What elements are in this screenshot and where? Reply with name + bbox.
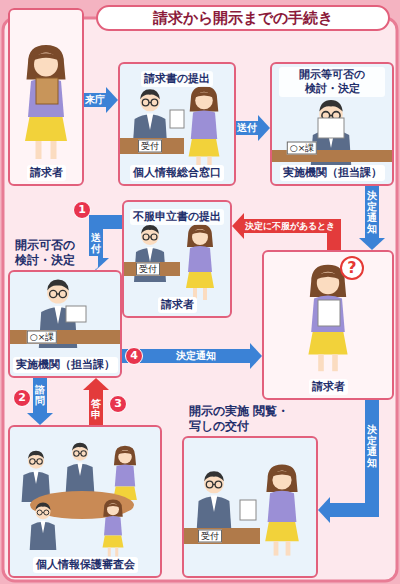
callout-number: 3: [109, 395, 127, 413]
panel-label: 請求者: [27, 165, 66, 181]
flow-arrow: [236, 115, 270, 141]
desk-sign: 受付: [136, 263, 160, 276]
flow-arrow: [83, 378, 109, 425]
text-row: 請求者: [10, 161, 82, 181]
panel-box: 請求者: [262, 250, 394, 400]
panel-box: 開示等可否の 検討・決定実施機関（担当課）: [270, 62, 394, 186]
arrow-shaft: [33, 378, 47, 413]
question-mark: ?: [340, 256, 364, 280]
flow-arrow: [84, 87, 118, 113]
flow-label: 諮問: [33, 382, 47, 408]
flow-arrow: [359, 186, 385, 250]
arrow-head: [232, 213, 244, 239]
text-row: 開示等可否の 検討・決定: [272, 67, 392, 97]
counter-scene: [120, 86, 219, 170]
text-row: 実施機関（担当課）: [10, 353, 120, 373]
text-row: 個人情報保護審査会: [10, 553, 160, 573]
flow-label: 決定通知: [365, 422, 379, 470]
requester-figure: [25, 45, 67, 159]
arrow-shaft: [84, 93, 106, 107]
panel-label: 請求者: [158, 297, 197, 313]
arrow-head: [258, 115, 270, 141]
text-row: 請求書の提出: [120, 67, 234, 87]
arrow-shaft: [365, 186, 379, 238]
text-row: 個人情報総合窓口: [120, 161, 234, 181]
flow-arrow: [122, 343, 262, 369]
desk-sign: 受付: [198, 530, 222, 543]
text-row: 請求者: [124, 293, 230, 313]
desk-sign: ○×課: [27, 331, 57, 344]
panel-heading: 開示可否の 検討・決定: [12, 237, 98, 269]
panel-label: 個人情報総合窓口: [130, 165, 224, 181]
flow-label: 送付: [89, 230, 103, 256]
panel-label: 実施機関（担当課）: [280, 165, 385, 181]
callout-number: 4: [125, 347, 143, 365]
diagram-title: 請求から開示までの手続き: [96, 5, 390, 31]
panel-box: 個人情報保護審査会: [8, 425, 162, 578]
desk-sign: 受付: [138, 140, 162, 153]
arrow-head: [83, 378, 109, 390]
flow-label: 答申: [89, 396, 103, 422]
panel-label: 請求者: [309, 379, 348, 395]
flow-label: 送付: [236, 122, 258, 134]
flow-label: 来庁: [84, 94, 106, 106]
panel-heading: 開示等可否の 検討・決定: [279, 67, 385, 97]
council-scene: [22, 443, 137, 557]
arrow-shaft: [89, 390, 103, 425]
panel-box: 開示の実施 閲覧・写しの交付: [182, 436, 318, 578]
panel-box: 請求者: [8, 8, 84, 186]
appeal-scene: [124, 224, 214, 300]
panel-label: 個人情報保護審査会: [33, 557, 138, 573]
flow-label: 決定に不服があるとき: [244, 220, 336, 232]
page-frame: [3, 18, 397, 581]
panel-box: 請求書の提出個人情報総合窓口: [118, 62, 236, 186]
flow-label: 決定通知: [175, 350, 217, 362]
decision-scene: [10, 280, 120, 348]
officer-scene: [272, 100, 392, 174]
panel-heading: 請求書の提出: [141, 71, 213, 87]
callout-number: 1: [73, 201, 91, 219]
flow-arrow: [318, 400, 372, 523]
panel-box: 不服申立書の提出請求者: [122, 200, 232, 318]
text-row: 実施機関（担当課）: [272, 161, 392, 181]
arrow-head: [318, 497, 330, 523]
panel-grounds: [8, 8, 394, 578]
flow-label: 決定通知: [365, 188, 379, 236]
flow-arrow: [27, 378, 53, 425]
text-row: 開示の実施 閲覧・写しの交付: [186, 403, 312, 435]
disclosure-scene: [184, 464, 299, 555]
desk-sign: ○×課: [287, 142, 317, 155]
text-row: 開示可否の 検討・決定: [12, 237, 98, 269]
arrow-head: [27, 413, 53, 425]
requester-figure: [308, 265, 347, 371]
panel-heading: 開示の実施 閲覧・写しの交付: [186, 403, 312, 435]
arrow-head: [250, 343, 262, 369]
panel-box: 開示可否の 検討・決定実施機関（担当課）: [8, 270, 122, 378]
callout-number: 2: [13, 389, 31, 407]
panel-heading: 不服申立書の提出: [130, 209, 224, 225]
panel-label: 実施機関（担当課）: [13, 357, 118, 373]
arrow-head: [359, 238, 385, 250]
arrow-head: [106, 87, 118, 113]
arrow-shaft: [236, 121, 258, 135]
text-row: 不服申立書の提出: [124, 205, 230, 225]
text-row: 請求者: [264, 375, 392, 395]
